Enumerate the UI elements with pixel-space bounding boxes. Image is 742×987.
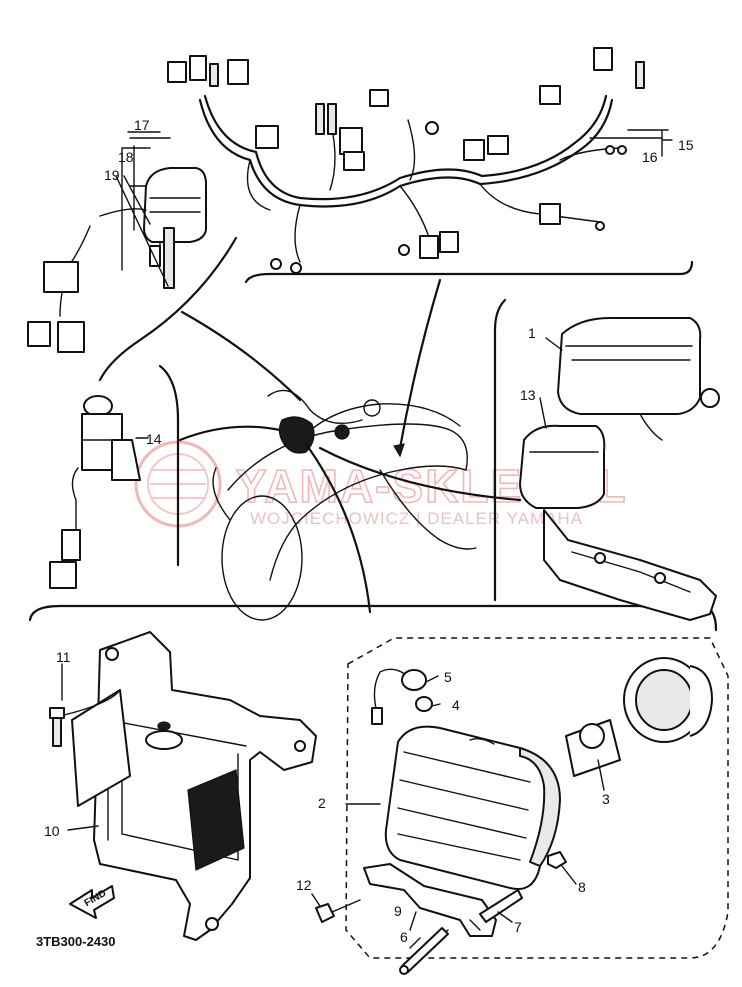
- callout-11: 11: [56, 649, 71, 665]
- callout-7: 7: [514, 919, 522, 935]
- callout-leaders: [61, 131, 605, 949]
- callout-6: 6: [400, 929, 408, 945]
- callout-10: 10: [44, 823, 60, 839]
- watermark-dealer: WOJCIECHOWICZ | DEALER YAMAHA: [250, 509, 583, 528]
- callout-2: 2: [318, 795, 326, 811]
- callout-3: 3: [602, 791, 610, 807]
- callout-labels: 1 2 3 4 5 6 7 8 9 10 11 12 13 14 15 16 1…: [44, 117, 694, 945]
- find-arrow: FIND: [69, 885, 115, 919]
- callout-16: 16: [642, 149, 658, 165]
- wire-harness: [167, 47, 673, 274]
- callout-9: 9: [394, 903, 402, 919]
- meter-assembly: [557, 317, 720, 441]
- callout-18: 18: [118, 149, 134, 165]
- section-frames: [28, 236, 718, 632]
- callout-5: 5: [444, 669, 452, 685]
- callout-19: 19: [104, 167, 120, 183]
- callout-8: 8: [578, 879, 586, 895]
- harness-connector: [167, 61, 187, 83]
- callout-12: 12: [296, 877, 312, 893]
- diagram-code: 3TB300-2430: [36, 934, 116, 949]
- bulb-socket: [371, 657, 713, 777]
- callout-1: 1: [528, 325, 536, 341]
- headlight-assembly-box: [345, 637, 729, 959]
- callout-17: 17: [134, 117, 150, 133]
- hardware: [315, 851, 567, 975]
- callout-15: 15: [678, 137, 694, 153]
- main-switch: [49, 395, 141, 589]
- handlebar-switch: [27, 137, 207, 353]
- meter-bracket: [519, 424, 717, 621]
- callout-14: 14: [146, 431, 162, 447]
- leader-lines: [178, 278, 522, 614]
- headlight-stay: [49, 631, 317, 941]
- headlight-unit: [384, 725, 561, 890]
- callout-13: 13: [520, 387, 536, 403]
- callout-4: 4: [452, 697, 460, 713]
